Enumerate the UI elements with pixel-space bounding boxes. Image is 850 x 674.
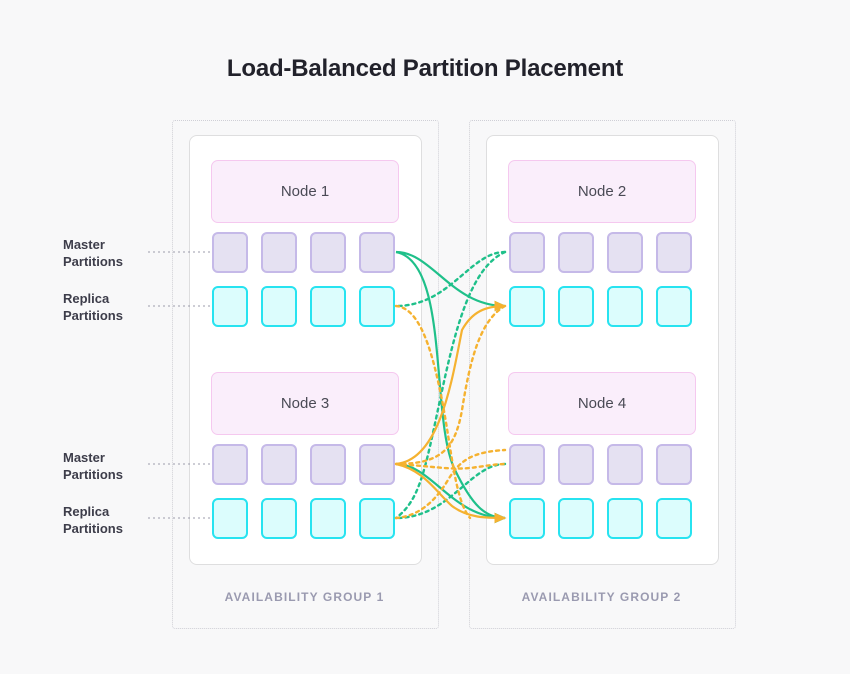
side-label-replica-bottom-line2: Partitions: [63, 521, 123, 536]
node-2-master-partition-1[interactable]: [509, 232, 545, 273]
node-2-label: Node 2: [577, 183, 627, 200]
node-1-replica-partition-1[interactable]: [212, 286, 248, 327]
node-1-master-partition-3[interactable]: [310, 232, 346, 273]
node-3-label: Node 3: [280, 395, 330, 412]
node-1-replica-partition-3[interactable]: [310, 286, 346, 327]
node-2-replica-partition-2[interactable]: [558, 286, 594, 327]
node-3-replica-partition-2[interactable]: [261, 498, 297, 539]
node-4-replica-partition-3[interactable]: [607, 498, 643, 539]
node-2-replica-partition-3[interactable]: [607, 286, 643, 327]
node-3-replica-partition-3[interactable]: [310, 498, 346, 539]
availability-group-1-label: AVAILABILITY GROUP 1: [224, 590, 385, 604]
side-label-master-top-line1: Master: [63, 237, 105, 252]
side-label-replica-top-line2: Partitions: [63, 308, 123, 323]
page-title: Load-Balanced Partition Placement: [226, 55, 624, 82]
node-2-master-partition-2[interactable]: [558, 232, 594, 273]
side-label-master-bottom: Master Partitions: [63, 449, 168, 483]
node-3-replica-partition-1[interactable]: [212, 498, 248, 539]
node-4-box[interactable]: Node 4: [508, 372, 696, 435]
node-4-master-partition-2[interactable]: [558, 444, 594, 485]
side-label-replica-top-line1: Replica: [63, 291, 110, 306]
node-3-replica-partition-4[interactable]: [359, 498, 395, 539]
node-4-master-partition-3[interactable]: [607, 444, 643, 485]
node-2-master-partition-3[interactable]: [607, 232, 643, 273]
node-3-master-partition-3[interactable]: [310, 444, 346, 485]
node-3-box[interactable]: Node 3: [211, 372, 399, 435]
node-1-master-partition-2[interactable]: [261, 232, 297, 273]
node-2-master-partition-4[interactable]: [656, 232, 692, 273]
node-4-replica-partition-1[interactable]: [509, 498, 545, 539]
node-1-replica-partition-4[interactable]: [359, 286, 395, 327]
node-2-box[interactable]: Node 2: [508, 160, 696, 223]
node-4-replica-partition-4[interactable]: [656, 498, 692, 539]
node-4-replica-partition-2[interactable]: [558, 498, 594, 539]
side-label-master-top-line2: Partitions: [63, 254, 123, 269]
node-4-master-partition-4[interactable]: [656, 444, 692, 485]
side-label-replica-top: Replica Partitions: [63, 290, 168, 324]
node-1-box[interactable]: Node 1: [211, 160, 399, 223]
node-4-master-partition-1[interactable]: [509, 444, 545, 485]
node-3-master-partition-4[interactable]: [359, 444, 395, 485]
node-1-master-partition-4[interactable]: [359, 232, 395, 273]
node-3-master-partition-2[interactable]: [261, 444, 297, 485]
side-label-master-top: Master Partitions: [63, 236, 168, 270]
node-3-master-partition-1[interactable]: [212, 444, 248, 485]
side-label-master-bottom-line1: Master: [63, 450, 105, 465]
node-1-master-partition-1[interactable]: [212, 232, 248, 273]
node-4-label: Node 4: [577, 395, 627, 412]
node-1-replica-partition-2[interactable]: [261, 286, 297, 327]
side-label-master-bottom-line2: Partitions: [63, 467, 123, 482]
side-label-replica-bottom: Replica Partitions: [63, 503, 168, 537]
node-2-replica-partition-1[interactable]: [509, 286, 545, 327]
node-2-replica-partition-4[interactable]: [656, 286, 692, 327]
node-1-label: Node 1: [280, 183, 330, 200]
side-label-replica-bottom-line1: Replica: [63, 504, 110, 519]
availability-group-2-label: AVAILABILITY GROUP 2: [521, 590, 682, 604]
